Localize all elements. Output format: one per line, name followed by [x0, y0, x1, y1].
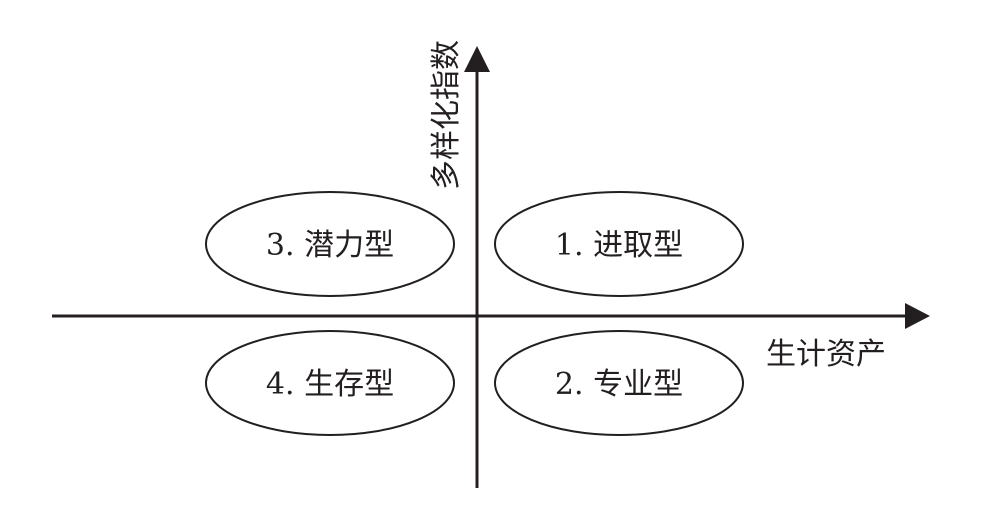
y-axis-label: 多样化指数 [429, 40, 464, 190]
quadrant-2-ellipse [494, 330, 744, 436]
quadrant-3-label: 3. 潜力型 [266, 228, 394, 263]
quadrant-1-ellipse [494, 191, 744, 297]
x-axis-arrowhead [905, 303, 930, 329]
quadrant-1-label: 1. 进取型 [555, 228, 683, 263]
y-axis-label-group: 多样化指数 [429, 40, 464, 190]
quadrant-3: 3. 潜力型 [205, 191, 455, 297]
quadrant-4-ellipse [205, 330, 455, 436]
quadrant-2-label: 2. 专业型 [555, 367, 683, 402]
quadrant-2: 2. 专业型 [494, 330, 744, 436]
y-axis-arrowhead [464, 46, 490, 72]
quadrant-4: 4. 生存型 [205, 330, 455, 436]
quadrant-1: 1. 进取型 [494, 191, 744, 297]
quadrant-4-label: 4. 生存型 [266, 367, 394, 402]
quadrant-3-ellipse [205, 191, 455, 297]
x-axis-label: 生计资产 [766, 337, 886, 372]
